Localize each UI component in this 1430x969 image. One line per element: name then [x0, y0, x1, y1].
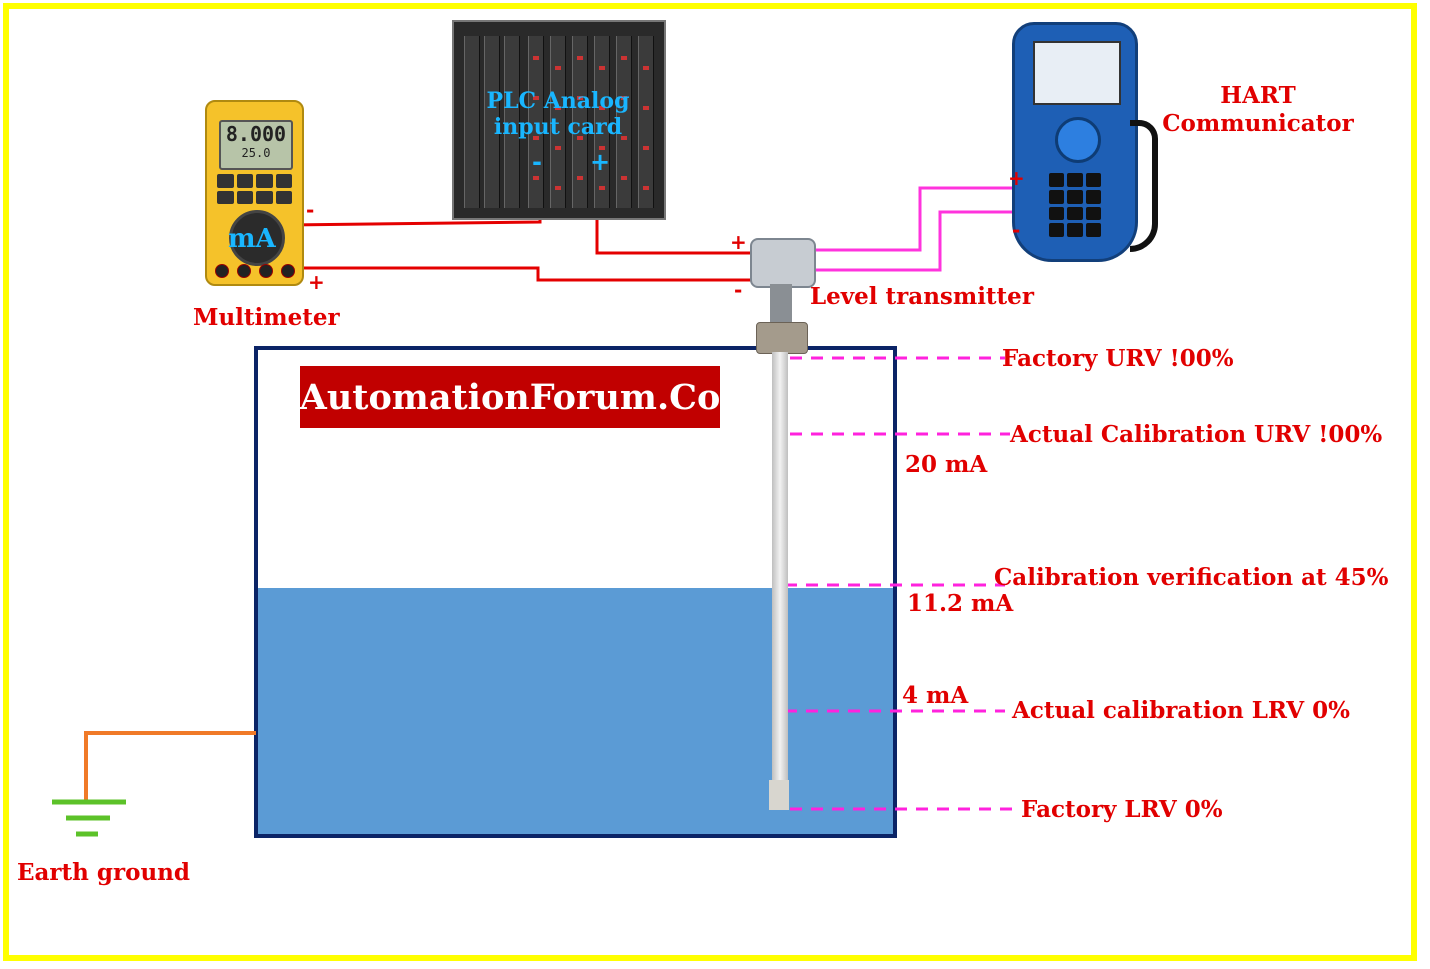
- plc-minus-sign: -: [532, 148, 542, 176]
- label-actual-lrv: Actual calibration LRV 0%: [1012, 697, 1350, 724]
- transmitter-flange: [756, 322, 808, 354]
- hart-keypad: [1049, 173, 1101, 237]
- hart-label: HART Communicator: [1162, 82, 1354, 137]
- transmitter-label: Level transmitter: [810, 283, 1034, 310]
- ground-wire: [84, 731, 256, 802]
- transmitter-head: [750, 238, 816, 288]
- multimeter-minus-sign: -: [306, 198, 315, 222]
- label-urv-ma: 20 mA: [905, 451, 988, 478]
- ground-label: Earth ground: [17, 859, 190, 886]
- diagram-frame: [3, 3, 1417, 961]
- hart-minus-sign: -: [1012, 218, 1021, 242]
- multimeter-jacks: [215, 264, 295, 278]
- multimeter-display-main: 8.000: [225, 122, 287, 146]
- multimeter-display: 8.000 25.0: [219, 120, 293, 170]
- transmitter-probe: [772, 352, 788, 780]
- plc-label: PLC Analog input card: [486, 88, 630, 140]
- multimeter-dial: [229, 210, 285, 266]
- label-lrv-ma: 4 mA: [902, 682, 969, 709]
- multimeter-plus-sign: +: [308, 270, 325, 294]
- hart-screen: [1033, 41, 1121, 105]
- transmitter-plus-sign: +: [730, 230, 747, 254]
- multimeter-device: 8.000 25.0: [205, 100, 304, 286]
- label-verification-ma: 11.2 mA: [907, 590, 1014, 617]
- wire-hart-minus: [792, 210, 1050, 272]
- label-actual-urv: Actual Calibration URV !00%: [1010, 421, 1383, 448]
- plc-rack: [452, 20, 666, 220]
- hart-strap: [1130, 120, 1158, 252]
- wire-hart-plus: [792, 186, 1050, 252]
- brand-banner: AutomationForum.Co: [300, 366, 720, 428]
- tank-water: [258, 588, 894, 835]
- hart-navigation-pad: [1055, 117, 1101, 163]
- multimeter-label: Multimeter: [193, 304, 340, 331]
- multimeter-display-sub: 25.0: [241, 146, 271, 160]
- wire-multimeter-to-transmitter: [287, 266, 760, 282]
- transmitter-neck: [770, 284, 792, 322]
- label-factory-urv: Factory URV !00%: [1002, 345, 1234, 372]
- hart-plus-sign: +: [1008, 166, 1025, 190]
- hart-communicator-device: [1012, 22, 1138, 262]
- transmitter-minus-sign: -: [734, 278, 743, 302]
- multimeter-keys: [217, 174, 292, 204]
- label-verification: Calibration verification at 45%: [994, 564, 1389, 591]
- transmitter-probe-tip: [769, 780, 789, 810]
- multimeter-mode-label: mA: [228, 224, 276, 254]
- plc-plus-sign: +: [590, 148, 611, 176]
- tank-outline: [254, 346, 897, 838]
- label-factory-lrv: Factory LRV 0%: [1021, 796, 1223, 823]
